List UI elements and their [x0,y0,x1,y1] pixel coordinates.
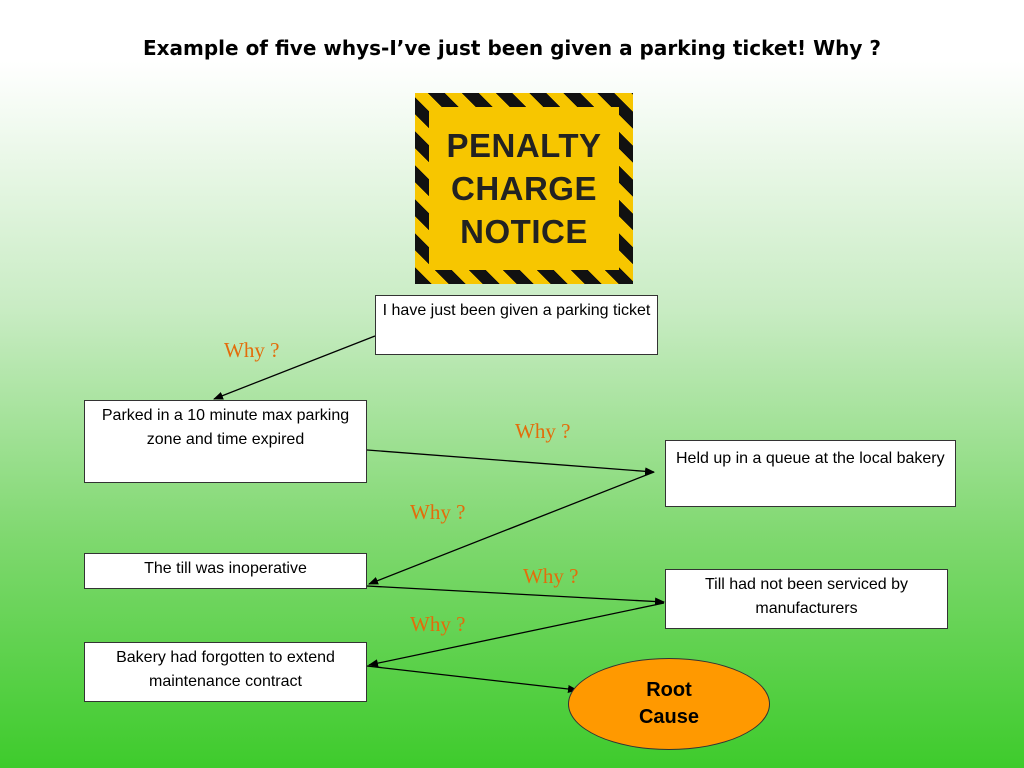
box-parking-ticket: I have just been given a parking ticket [375,295,658,355]
why-label-3: Why ? [410,500,466,524]
arrow-queue-to-till [368,471,655,585]
arrow-ticket-to-parked [213,335,376,400]
arrow-serviced-to-forgotten [368,602,665,668]
box-queue-bakery: Held up in a queue at the local bakery [665,440,956,507]
box-parked-zone-expired: Parked in a 10 minute max parking zone a… [84,400,367,483]
why-label-2: Why ? [515,419,571,443]
why-label-4: Why ? [523,564,579,588]
root-cause-line-2: Cause [638,706,700,728]
page-title: Example of five whys-I’ve just been give… [142,36,882,60]
root-cause-oval: Root Cause [568,658,770,750]
arrow-parked-to-queue [366,449,655,476]
sign-line-3: NOTICE [460,213,588,250]
penalty-notice-sign-icon: PENALTY CHARGE NOTICE [415,93,633,284]
why-label-5: Why ? [410,612,466,636]
box-maintenance-contract: Bakery had forgotten to extend maintenan… [84,642,367,702]
why-label-1: Why ? [224,338,280,362]
sign-panel: PENALTY CHARGE NOTICE [429,107,619,270]
root-cause-line-1: Root [646,679,692,701]
sign-line-1: PENALTY [446,127,602,164]
sign-line-2: CHARGE [450,170,597,207]
arrow-till-to-serviced [366,585,665,606]
box-till-inoperative: The till was inoperative [84,553,367,589]
arrow-forgotten-to-root [366,665,578,693]
box-till-not-serviced: Till had not been serviced by manufactur… [665,569,948,629]
